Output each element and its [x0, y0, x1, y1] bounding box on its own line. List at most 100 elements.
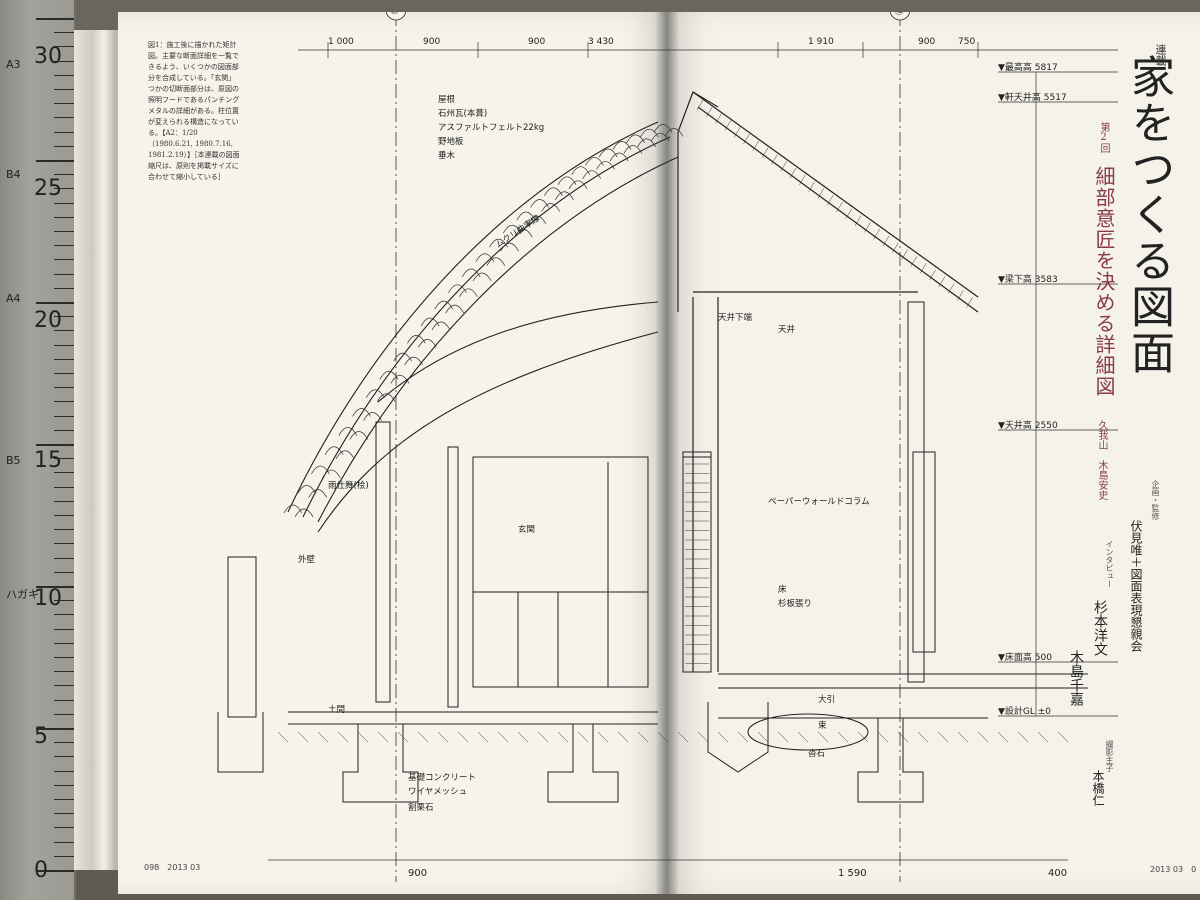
roof-tile — [365, 389, 396, 402]
ground-hatch — [577, 731, 589, 743]
ruler-tick — [54, 131, 74, 133]
drawing-label: 玄関 — [518, 524, 535, 535]
roof-hatch — [938, 276, 946, 287]
roof-tile — [434, 300, 465, 314]
drawing-label: 野地板 — [438, 136, 464, 147]
planning-label: 企画・監修 — [1151, 480, 1160, 520]
roof-tile — [557, 176, 588, 189]
ruler-tick — [54, 713, 74, 715]
ruler-tick — [54, 614, 74, 616]
ground-hatch — [937, 731, 949, 743]
ruler-tick — [54, 813, 74, 815]
ruler-tick — [54, 60, 74, 62]
roof-hatch — [854, 215, 862, 226]
roof-hatch — [808, 181, 815, 192]
roof-tile — [516, 211, 547, 225]
page-title: 家をつくる図面 — [1123, 54, 1174, 376]
dimension-label: 1 590 — [838, 868, 867, 879]
ground-hatch — [857, 731, 869, 743]
ruler-tick — [54, 387, 74, 389]
ruler-tick — [54, 557, 74, 559]
episode-label: 第2回 — [1098, 122, 1109, 153]
ground-hatch — [477, 731, 489, 743]
roof-tile — [544, 187, 574, 200]
drawing-label: ペーパーウォールドコラム — [768, 497, 870, 507]
ruler-tick — [54, 642, 74, 644]
roof-hatch — [882, 235, 890, 247]
ground-hatch — [1037, 731, 1049, 743]
roof-tile — [461, 268, 492, 282]
roof-hatch — [957, 290, 964, 301]
ground-hatch — [717, 731, 729, 743]
roof-hatch — [771, 154, 778, 165]
ground-hatch — [517, 731, 529, 743]
ground-hatch — [557, 731, 569, 743]
roof-tile — [448, 284, 478, 297]
ruler-tick — [54, 344, 74, 346]
subtitle: 細部意匠を決める詳細図 — [1092, 166, 1116, 397]
ruler-tick — [54, 529, 74, 531]
roof-hatch — [724, 120, 732, 131]
ruler-tick — [54, 770, 74, 772]
roof-tile — [283, 504, 314, 518]
drawing-label: 沓石 — [808, 748, 825, 759]
roof-hatch — [826, 195, 834, 206]
ruler-number: 30 — [34, 44, 62, 69]
ruler-tick — [54, 841, 74, 843]
roof-tile — [585, 157, 615, 170]
roof-hatch — [947, 283, 955, 294]
ruler-tick — [54, 699, 74, 701]
ground-hatch — [357, 731, 369, 743]
ruler-tick — [36, 728, 74, 730]
ground-hatch — [837, 731, 849, 743]
roof-tile — [639, 128, 670, 142]
roof-hatch — [910, 256, 918, 267]
dimension-label: 3 430 — [588, 37, 614, 47]
ruler-tick — [54, 500, 74, 502]
ground-hatch — [597, 731, 609, 743]
ruler-tick — [54, 415, 74, 417]
dimension-label: 1 910 — [808, 37, 834, 47]
ruler-size-tag: B5 — [6, 454, 21, 467]
dimension-label: 750 — [958, 37, 975, 47]
ruler-size-tag: B4 — [6, 168, 21, 181]
ground-hatch — [1057, 731, 1069, 743]
roof-hatch — [696, 99, 704, 111]
ruler-tick — [54, 756, 74, 758]
ruler-tick — [54, 32, 74, 34]
drawing-label: 天井下端 — [718, 312, 753, 323]
drawing-label: 天井 — [778, 324, 795, 335]
ruler-number: 20 — [34, 308, 62, 333]
ground-hatch — [997, 731, 1009, 743]
ground-hatch — [657, 731, 669, 743]
ground-hatch — [537, 731, 549, 743]
drawing-label: アスファルトフェルト22kg — [438, 123, 544, 133]
roof-tile — [475, 253, 506, 266]
roof-hatch — [715, 113, 722, 124]
ruler-tick — [54, 216, 74, 218]
roof-tile — [338, 427, 369, 440]
ground-hatch — [377, 731, 389, 743]
ground-hatch — [457, 731, 469, 743]
roof-hatch — [743, 133, 750, 145]
ruler-tick — [36, 160, 74, 162]
ruler-tick — [54, 401, 74, 403]
roof-hatch — [706, 106, 713, 117]
ruler-tick — [54, 103, 74, 105]
ruler-number: 0 — [34, 858, 48, 883]
ruler-size-tag: A3 — [6, 58, 21, 71]
ruler-tick — [54, 855, 74, 857]
ruler-number: 10 — [34, 586, 62, 611]
ground-hatch — [757, 731, 769, 743]
roof-hatch — [845, 208, 853, 219]
ruler-tick — [54, 117, 74, 119]
ground-hatch — [897, 731, 909, 743]
roof-tile — [612, 141, 643, 154]
ruler-tick — [54, 145, 74, 147]
ground-hatch — [917, 731, 929, 743]
dimension-label: 900 — [918, 37, 935, 47]
ruler-tick — [36, 444, 74, 446]
ground-hatch — [977, 731, 989, 743]
ruler-tick — [54, 316, 74, 318]
ruler-tick — [54, 543, 74, 545]
